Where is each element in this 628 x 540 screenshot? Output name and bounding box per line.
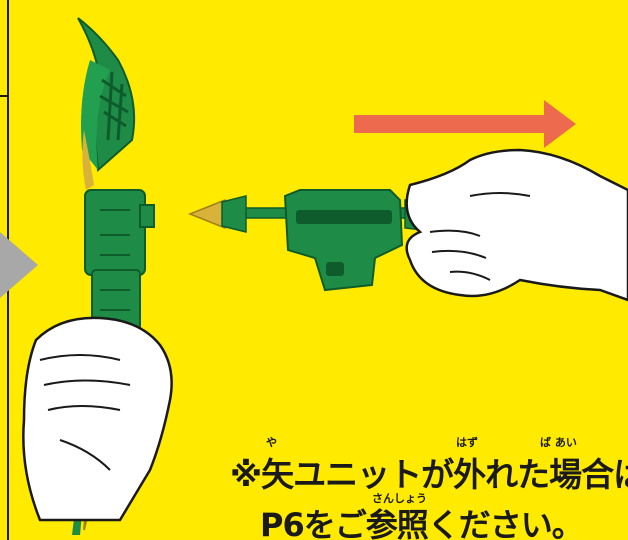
ruby-baai: ば あい [540,436,577,449]
direction-arrow-icon [354,100,576,148]
left-divider-tick [0,95,8,97]
note-text: や はず ば あい ※矢ユニットが外れた場合は さんしょう P6をご参照ください… [230,430,628,540]
ruby-sanshou: さんしょう [372,492,427,505]
pulling-hand [405,148,628,302]
step-arrow-icon [0,232,38,298]
note-line-2: P6をご参照ください。 [260,506,584,540]
note-line-1: ※矢ユニットが外れた場合は [230,455,628,494]
ruby-hazu: はず [456,436,478,449]
ruby-ya: や [266,436,277,449]
holding-hand [22,316,173,522]
